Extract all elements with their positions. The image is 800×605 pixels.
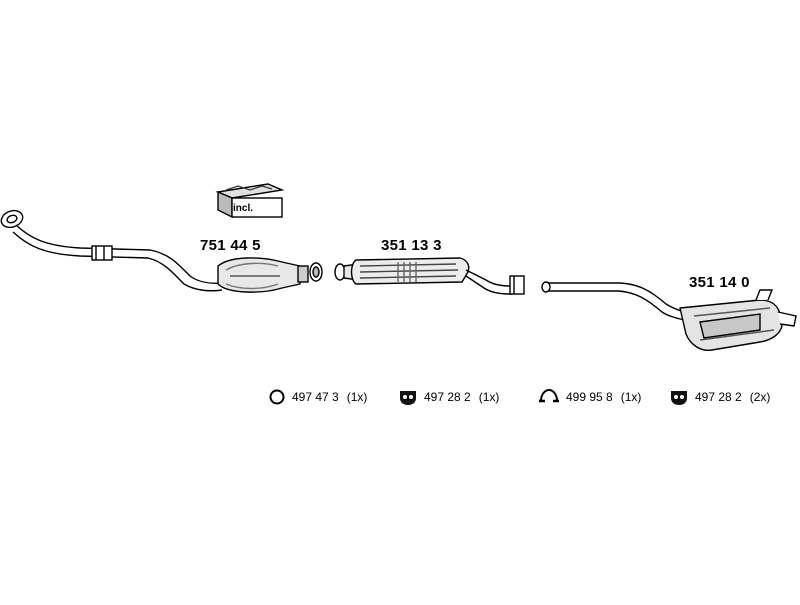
legend-part-number: 499 95 8	[566, 390, 613, 404]
legend-item: 497 28 2 (2x)	[669, 386, 770, 408]
part-number-rear-silencer: 351 14 0	[689, 274, 750, 291]
legend-item: 497 47 3 (1x)	[268, 386, 367, 408]
legend-quantity: (1x)	[478, 390, 500, 404]
legend-part-number: 497 28 2	[424, 390, 471, 404]
part-number-catalyst: 751 44 5	[200, 237, 261, 254]
ring-icon	[269, 389, 285, 405]
kit-label: incl.	[233, 203, 254, 214]
catalytic-converter	[217, 257, 323, 293]
legend-item: 497 28 2 (1x)	[398, 386, 499, 408]
legend-part-number: 497 47 3	[292, 390, 339, 404]
rubber-mount-icon	[671, 391, 687, 405]
legend-quantity: (1x)	[346, 390, 368, 404]
legend-part-number: 497 28 2	[695, 390, 742, 404]
part-number-center-silencer: 351 13 3	[381, 237, 442, 254]
center-silencer	[334, 257, 525, 295]
rear-silencer	[541, 281, 797, 351]
rubber-mount-icon	[400, 391, 416, 405]
front-pipe	[0, 209, 223, 292]
hanger-clamp-icon	[539, 388, 559, 403]
legend-item: 499 95 8 (1x)	[538, 386, 641, 408]
mounting-kit-box	[215, 183, 285, 219]
legend-quantity: (2x)	[749, 390, 771, 404]
legend-quantity: (1x)	[620, 390, 642, 404]
